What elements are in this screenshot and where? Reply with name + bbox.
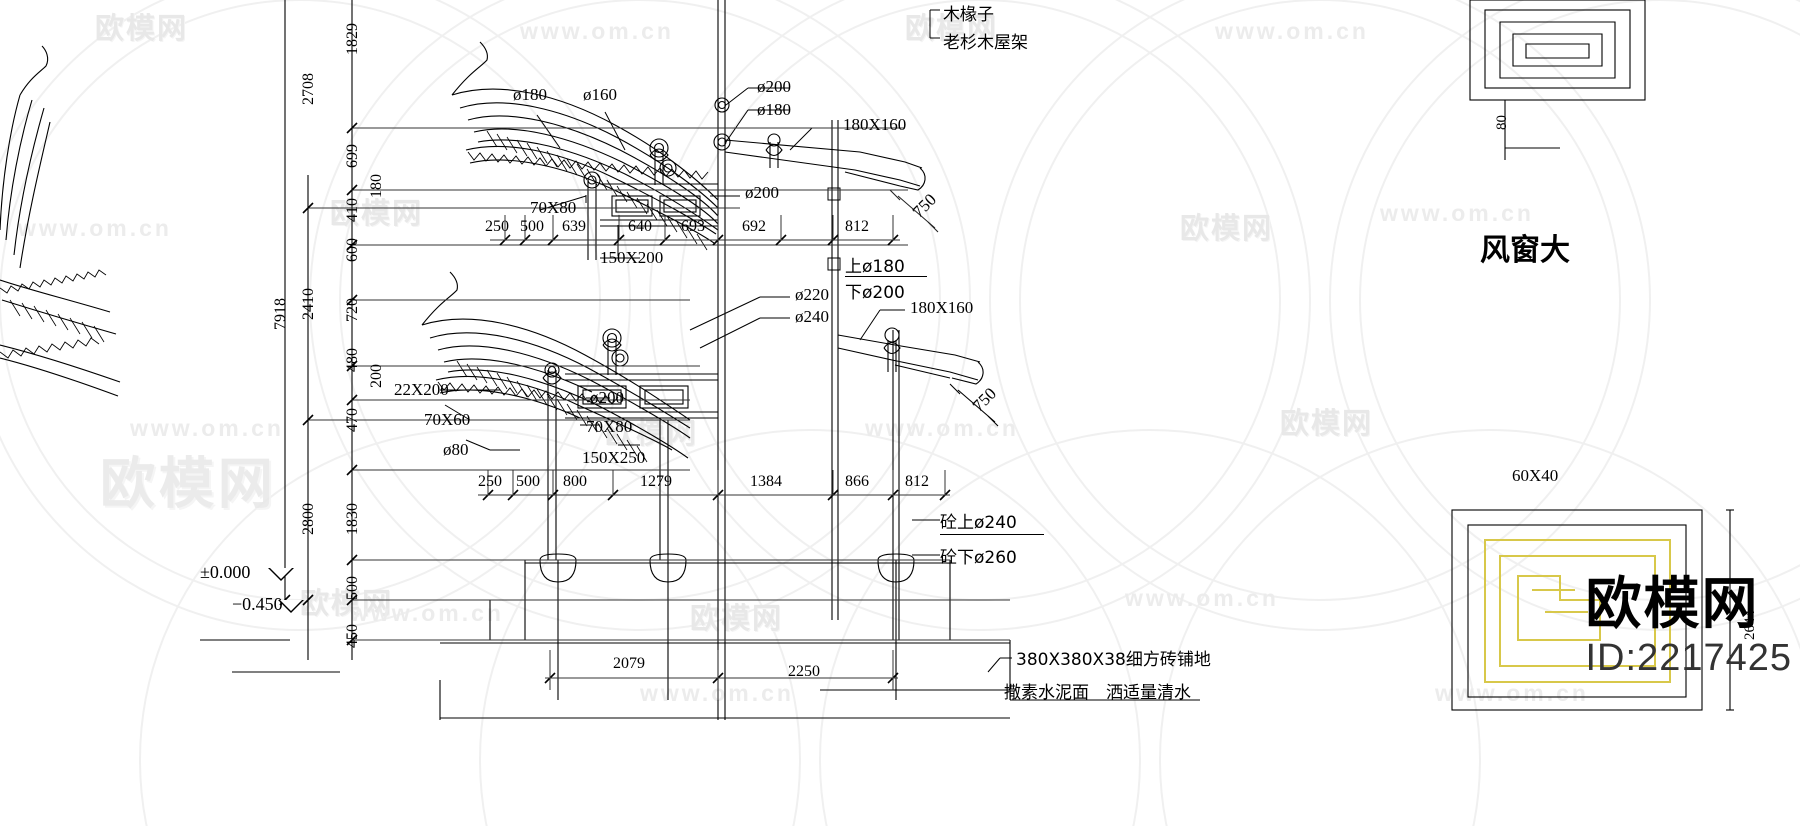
watermark-logo: 欧模网: [690, 603, 784, 635]
note-paving: 380X380X38细方砖铺地: [1016, 650, 1211, 670]
elevation-zero-label: ±0.000: [200, 562, 251, 582]
dim-h-692: 692: [742, 218, 766, 235]
dim-7918: 7918: [272, 298, 289, 330]
footing-note-divider: [940, 534, 1044, 535]
dim-600: 600: [344, 238, 361, 262]
watermark-logo-large: 欧模网: [100, 455, 277, 516]
note-mortar: 撒素水泥面 洒适量清水: [1004, 683, 1191, 703]
label-150x200: 150X200: [600, 248, 664, 267]
dim-1830: 1830: [344, 503, 361, 535]
label-column-top: 上ø180: [845, 257, 905, 277]
watermark-url: www.om.cn: [1435, 680, 1589, 706]
right-label-60x40: 60X40: [1512, 466, 1559, 485]
dim-h-500: 500: [520, 218, 544, 235]
label-70x80-upper: 70X80: [530, 198, 577, 217]
label-d200-upper: ø200: [757, 77, 791, 96]
dim-2708: 2708: [300, 73, 317, 105]
elevation-triangle-minus450-inner: [280, 600, 302, 611]
dim-b-2079: 2079: [613, 655, 645, 672]
right-dim-80: 80: [1494, 115, 1510, 130]
watermark-logo: 欧模网: [1180, 213, 1274, 245]
label-d80: ø80: [443, 440, 469, 459]
label-180x160-upper: 180X160: [843, 115, 907, 134]
dim-l-250: 250: [478, 473, 502, 490]
label-d160-upper: ø160: [583, 85, 617, 104]
watermark-url: www.om.cn: [130, 415, 284, 441]
label-d220: ø220: [795, 285, 829, 304]
label-d200-mid: ø200: [745, 183, 779, 202]
dim-h-640: 640: [628, 218, 652, 235]
dim-2410: 2410: [300, 288, 317, 320]
id-badge-logo: 欧模网: [1585, 572, 1760, 637]
label-d180-upper: ø180: [513, 85, 547, 104]
dim-h-812: 812: [845, 218, 869, 235]
label-d180-right: ø180: [757, 100, 791, 119]
watermark-url: www.om.cn: [1215, 18, 1369, 44]
right-panel-title: 风窗大: [1480, 233, 1570, 268]
dim-180: 180: [368, 174, 385, 198]
watermark-logo: 欧模网: [1280, 408, 1374, 440]
dim-h-250: 250: [485, 218, 509, 235]
watermark-url: www.om.cn: [1380, 200, 1534, 226]
watermark-url: www.om.cn: [520, 18, 674, 44]
label-d240: ø240: [795, 307, 829, 326]
watermark-logo: 欧模网: [300, 588, 394, 620]
dim-699: 699: [344, 144, 361, 168]
watermark-logo: 欧模网: [330, 198, 424, 230]
label-d200-lower: ø200: [590, 388, 624, 407]
dim-h-693: 693: [681, 218, 705, 235]
elevation-triangle-zero-inner: [270, 568, 292, 579]
dim-l-800: 800: [563, 473, 587, 490]
dim-l-500: 500: [516, 473, 540, 490]
dim-410: 410: [344, 198, 361, 222]
label-22x200: 22X200: [394, 380, 449, 399]
elevation-minus450-label: −0.450: [232, 594, 283, 614]
dim-450: 450: [344, 624, 361, 648]
watermark-logo: 欧模网: [905, 13, 999, 45]
dim-480: 480: [344, 348, 361, 372]
label-column-bottom: 下ø200: [845, 283, 905, 303]
watermark-url: www.om.cn: [18, 215, 172, 241]
dim-h-639: 639: [562, 218, 586, 235]
column-note-divider: [845, 276, 927, 277]
dim-l-1384: 1384: [750, 473, 782, 490]
dim-l-812: 812: [905, 473, 929, 490]
dim-1829: 1829: [344, 23, 361, 55]
dim-l-1279: 1279: [640, 473, 672, 490]
watermark-url: www.om.cn: [350, 600, 504, 626]
dim-l-866: 866: [845, 473, 869, 490]
dim-200: 200: [368, 364, 385, 388]
watermark-url: www.om.cn: [1125, 585, 1279, 611]
label-70x80-lower: 70X80: [586, 417, 633, 436]
dim-470: 470: [344, 408, 361, 432]
note-rafter: 木椽子: [943, 5, 994, 25]
dim-2800: 2800: [300, 503, 317, 535]
label-180x160-lower: 180X160: [910, 298, 974, 317]
dim-500: 500: [344, 576, 361, 600]
label-70x60: 70X60: [424, 410, 471, 429]
label-150x250: 150X250: [582, 448, 646, 467]
dim-b-2250: 2250: [788, 663, 820, 680]
watermark-logo: 欧模网: [95, 13, 189, 45]
label-footing-top: 砼上ø240: [940, 513, 1017, 533]
dim-720: 720: [344, 298, 361, 322]
note-truss: 老杉木屋架: [943, 33, 1028, 53]
watermark-url: www.om.cn: [640, 680, 794, 706]
label-footing-bottom: 砼下ø260: [940, 548, 1017, 568]
id-badge-text: ID:2217425: [1585, 637, 1792, 679]
id-badge: 欧模网 ID:2217425: [1586, 574, 1793, 680]
